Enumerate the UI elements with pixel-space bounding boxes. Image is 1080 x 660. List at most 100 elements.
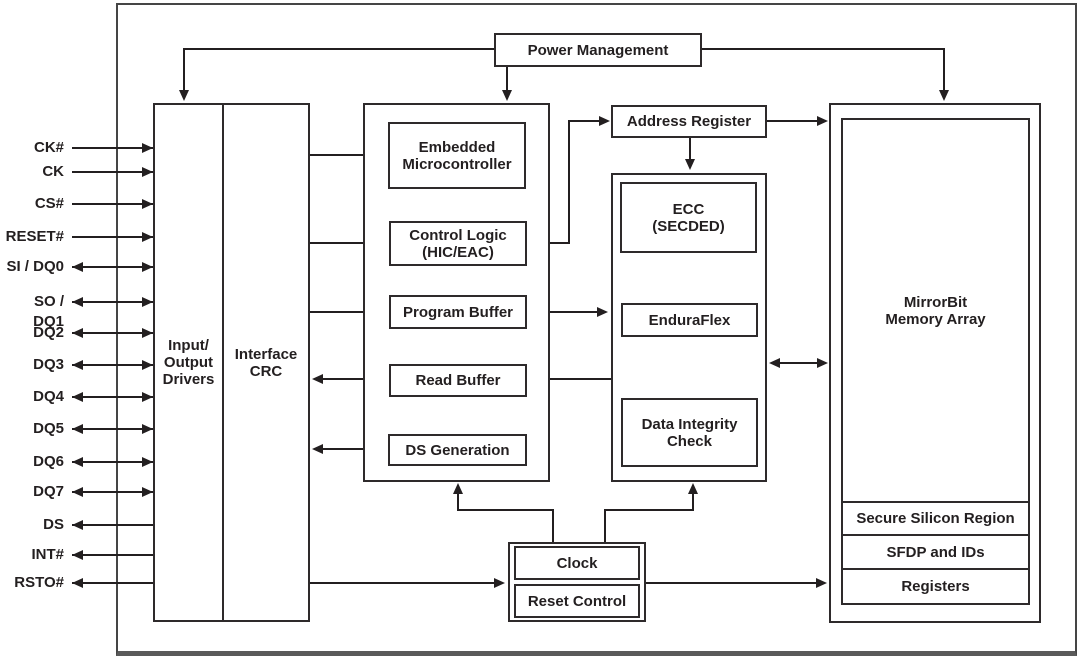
arrowhead-right-icon [142,457,153,467]
pin-wire [72,332,153,334]
block-label: Reset Control [527,592,627,610]
pin-wire [72,147,153,149]
block-label: Data Integrity Check [641,415,738,450]
wire-pm-to-io-drop [183,48,185,90]
arrowhead-left-icon [72,297,83,307]
pin-label: DQ4 [33,388,64,405]
wire-pm-to-memory-drop [943,48,945,90]
pin-wire [72,266,153,268]
block-address-register: Address Register [611,105,767,138]
arrowhead-right-icon [142,143,153,153]
wire-pm-to-io [183,48,494,50]
block-secure-silicon-region: Secure Silicon Region [841,501,1030,536]
wire-pm-to-memory [702,48,945,50]
pin-label: DS [43,516,64,533]
block-label: Power Management [527,41,669,59]
arrowhead-left-icon [72,360,83,370]
arrowhead-left-icon [72,424,83,434]
block-label: SFDP and IDs [886,543,985,561]
block-label: Secure Silicon Region [856,510,1015,527]
block-io-drivers: Input/ Output Drivers [155,105,224,620]
block-interface-crc: Interface CRC [224,105,308,620]
arrowhead-right-icon [599,116,610,126]
pin-wire [72,491,153,493]
block-sfdp-and-ids: SFDP and IDs [841,534,1030,570]
block-program-buffer: Program Buffer [389,295,527,329]
pin-wire [72,554,153,556]
wire-pbuf-to-ecc [527,311,598,313]
wire-ctl-to-areg-h2 [568,120,600,122]
arrowhead-right-icon [817,358,828,368]
arrowhead-down-icon [502,90,512,101]
arrowhead-right-icon [142,360,153,370]
pin-label: CS# [34,195,64,212]
arrowhead-right-icon [142,328,153,338]
pin-wire [72,203,153,205]
arrowhead-right-icon [142,262,153,272]
pin-wire [72,236,153,238]
wire-clock-to-logic-v1 [552,510,554,543]
arrowhead-right-icon [817,116,828,126]
arrowhead-right-icon [816,578,827,588]
wire-clock-to-logic-v2 [457,493,459,510]
arrowhead-right-icon [142,392,153,402]
pin-wire [72,396,153,398]
pin-label: SI / DQ0 [6,258,64,275]
arrowhead-down-icon [179,90,189,101]
block-ds-generation: DS Generation [388,434,527,466]
pin-label: RESET# [5,228,64,245]
pin-label: CK [42,163,64,180]
wire-dsg-to-crc [322,448,389,450]
pin-label: DQ2 [33,324,64,341]
wire-ecc-memory-bidir [778,362,819,364]
block-label: Control Logic (HIC/EAC) [409,226,507,261]
block-embedded-microcontroller: Embedded Microcontroller [388,122,526,189]
wire-crc-to-clock [310,582,495,584]
arrowhead-left-icon [312,444,323,454]
block-control-logic: Control Logic (HIC/EAC) [389,221,527,266]
wire-pm-to-logic [506,67,508,91]
block-label: Input/ Output Drivers [162,337,215,388]
wire-crc-to-pbuf [310,311,375,313]
arrowhead-right-icon [142,199,153,209]
pin-label: DQ3 [33,356,64,373]
block-io-interface: Input/ Output Drivers Interface CRC [153,103,310,622]
pin-label: INT# [31,546,64,563]
arrowhead-left-icon [312,374,323,384]
block-mirrorbit-memory-array: MirrorBit Memory Array [841,118,1030,503]
wire-ecc-to-rbuf [541,378,611,380]
wire-clock-to-logic-h [457,509,554,511]
arrowhead-down-icon [685,159,695,170]
arrowhead-right-icon [597,307,608,317]
block-read-buffer: Read Buffer [389,364,527,397]
arrowhead-left-icon [72,550,83,560]
arrowhead-right-icon [142,487,153,497]
pin-wire [72,301,153,303]
pin-label: DQ5 [33,420,64,437]
pin-label: CK# [33,139,64,156]
arrowhead-down-icon [939,90,949,101]
wire-areg-to-memory [767,120,818,122]
block-label: Registers [901,578,970,595]
arrowhead-left-icon [769,358,780,368]
pin-label: DQ6 [33,453,64,470]
pin-wire [72,364,153,366]
arrowhead-left-icon [72,262,83,272]
arrowhead-up-icon [688,483,698,494]
pin-label: SO / DQ1 [33,293,64,330]
block-label: Interface CRC [234,345,298,380]
wire-crc-to-emc [310,154,375,156]
block-reset-control: Reset Control [514,584,640,618]
arrowhead-left-icon [72,487,83,497]
block-label: Program Buffer [402,303,514,321]
pin-wire [72,524,153,526]
block-label: Embedded Microcontroller [402,138,512,173]
arrowhead-right-icon [142,232,153,242]
block-label: MirrorBit Memory Array [885,293,986,328]
wire-clock-to-ecc-h [604,509,694,511]
pin-label: DQ7 [33,483,64,500]
block-ecc-secded: ECC (SECDED) [620,182,757,253]
wire-clock-to-registers [646,582,817,584]
block-label: ECC (SECDED) [652,200,725,235]
